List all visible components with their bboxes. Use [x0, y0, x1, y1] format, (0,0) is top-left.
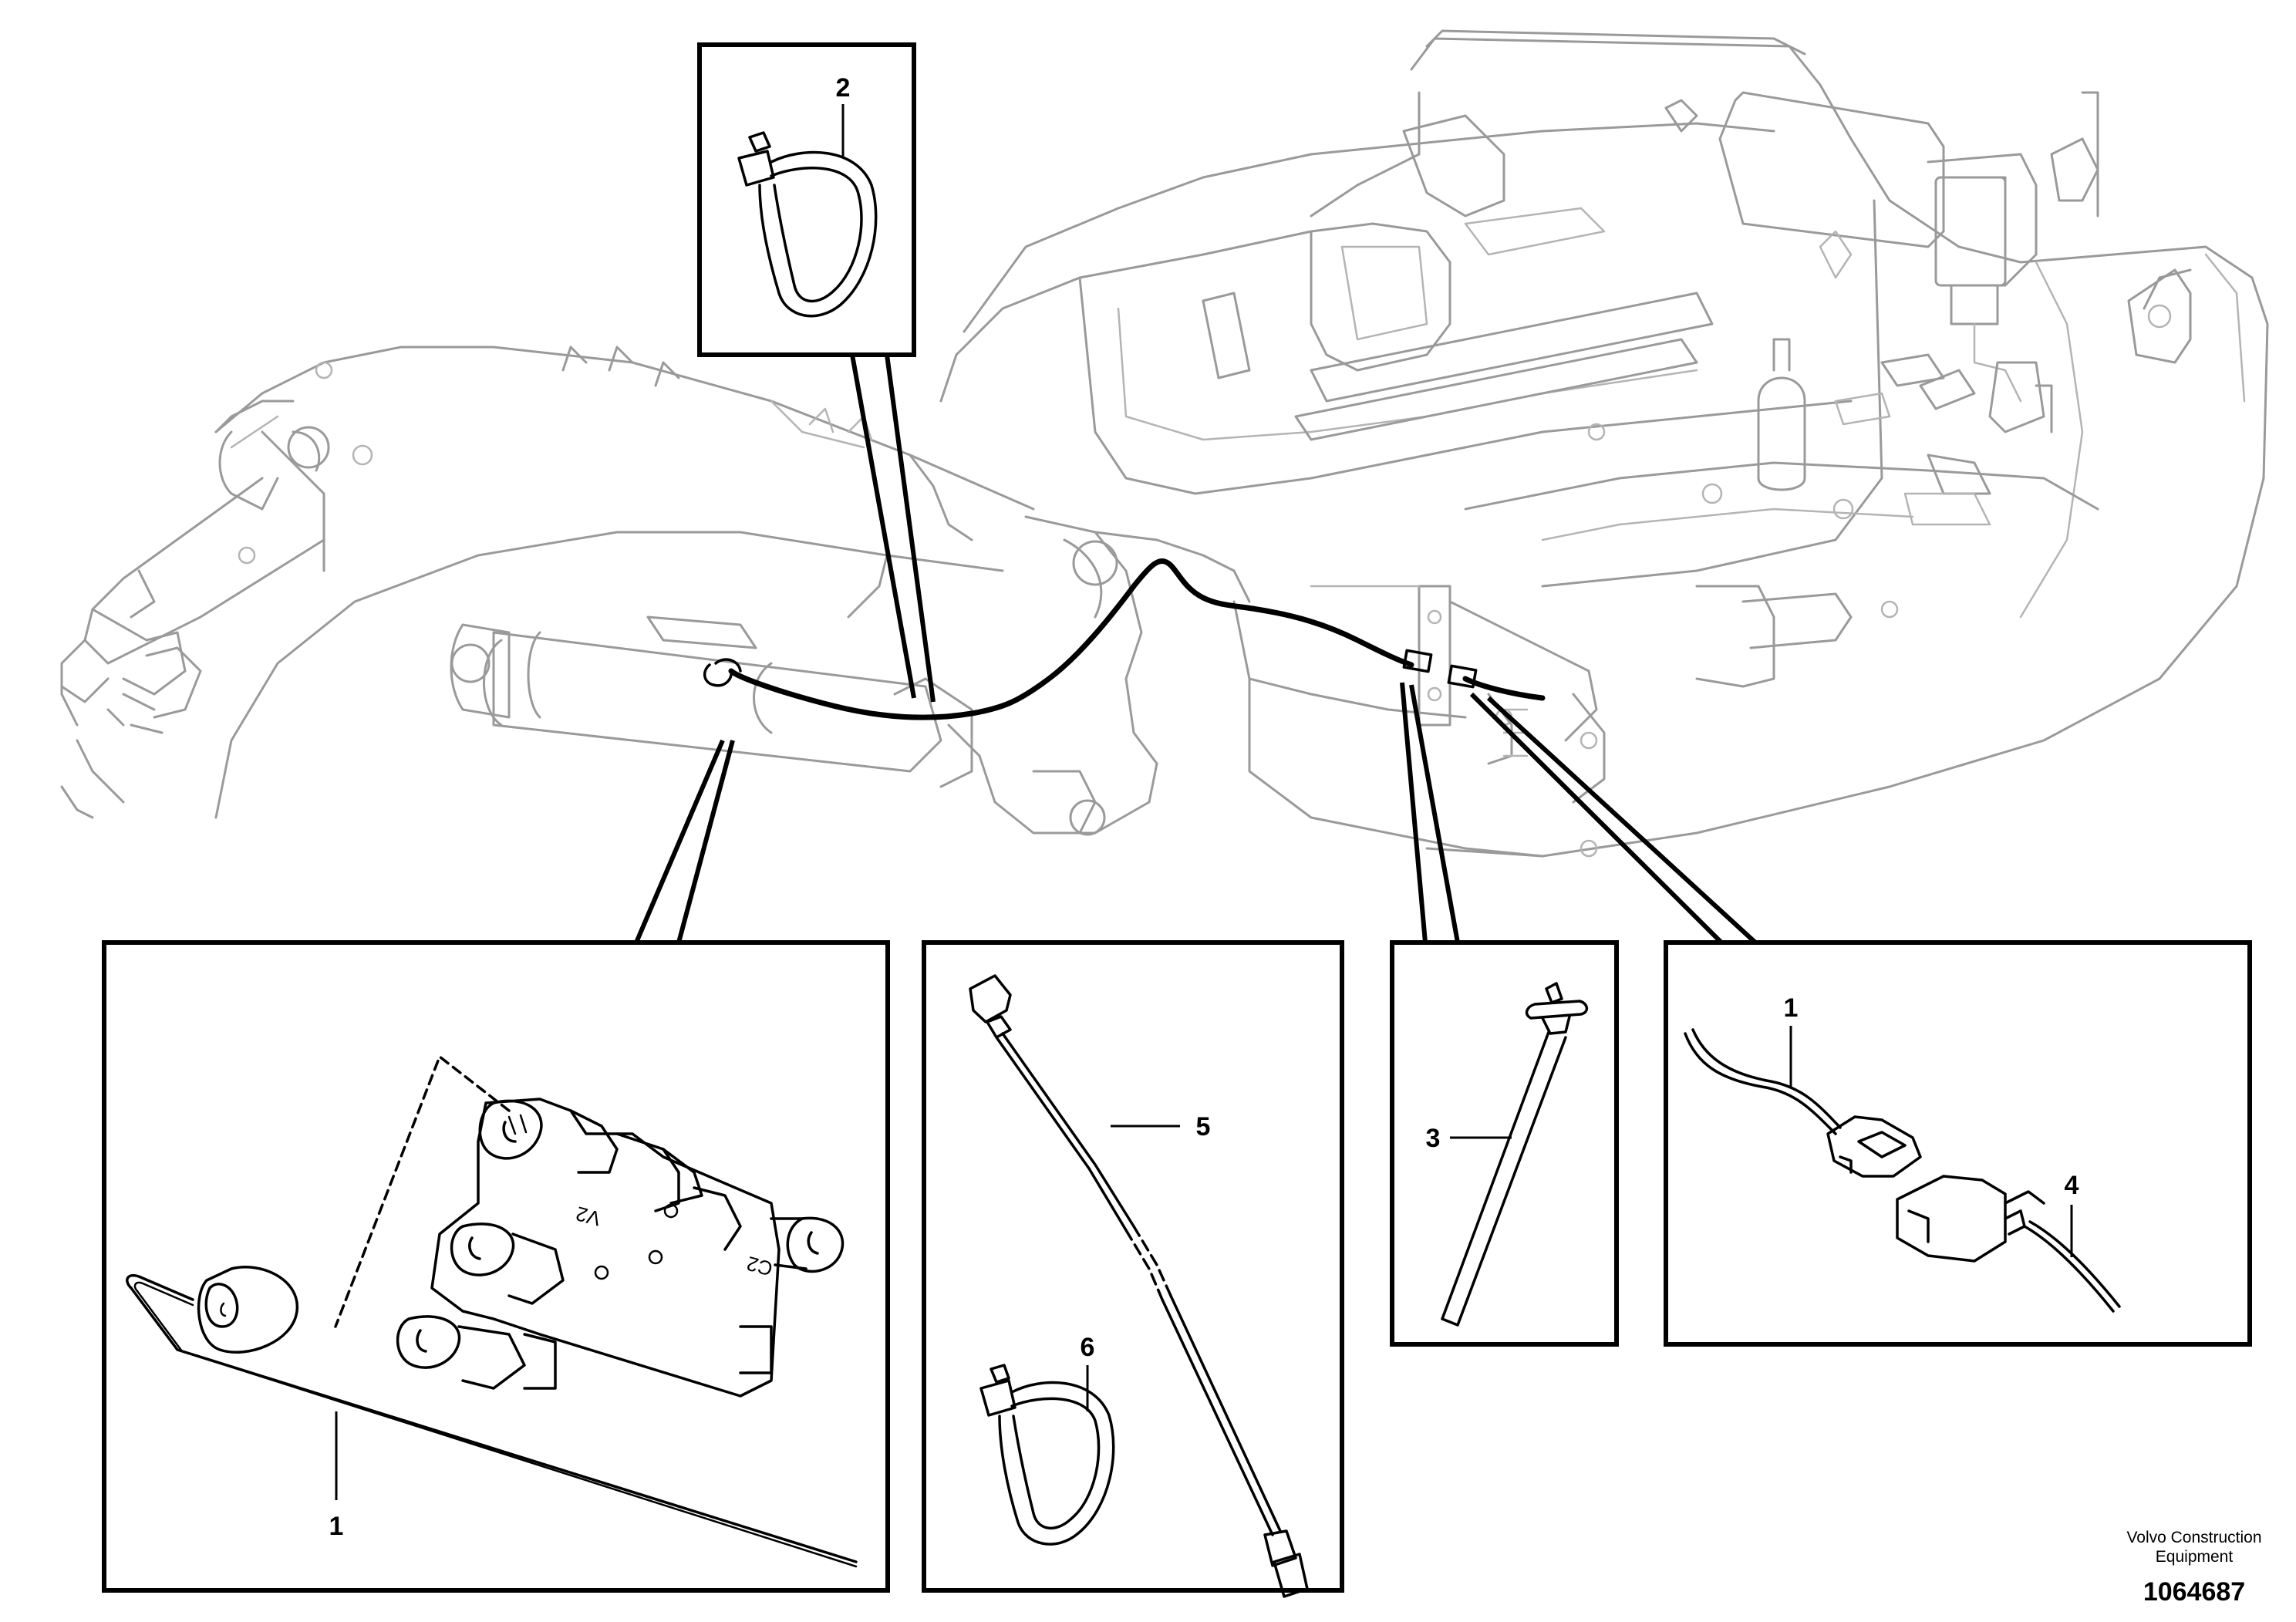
publisher-footer: Volvo Construction Equipment 1064687 [2126, 1529, 2261, 1607]
harness-connector-a-icon [1402, 649, 1433, 673]
callout-label-4: 4 [2065, 1171, 2079, 1200]
connector-pair-icon [1684, 1028, 2121, 1313]
callout-label-1-right: 1 [1784, 993, 1799, 1023]
callout-label-5: 5 [1196, 1112, 1211, 1141]
inset-leader-lines [634, 354, 1758, 945]
harness-connector-b-icon [1447, 664, 1478, 689]
inset-top-cable-tie: 2 [697, 42, 916, 357]
document-number: 1064687 [2143, 1577, 2245, 1607]
manufacturer-line-1: Volvo Construction [2126, 1529, 2261, 1546]
callout-label-2: 2 [836, 73, 851, 103]
edge-clip-tie-icon [1441, 982, 1589, 1327]
inset-bottom-left-sensor: V2 C2 1 [102, 940, 890, 1593]
wiring-harness-route [703, 558, 1546, 720]
inset-bottom-right-connector: 1 4 [1664, 940, 2252, 1347]
cable-assembly-icon [969, 974, 1309, 1598]
callout-label-6: 6 [1081, 1333, 1095, 1362]
cable-tie-small-icon [979, 1364, 1115, 1546]
manufacturer-line-2: Equipment [2156, 1548, 2234, 1566]
machine-background [60, 29, 2269, 858]
valve-block-icon: V2 C2 [396, 1098, 845, 1398]
cable-tie-icon [737, 131, 878, 318]
callout-label-1-left: 1 [329, 1512, 344, 1541]
inset-bottom-center-cable: 5 6 [922, 940, 1344, 1598]
pressure-sensor-icon [126, 1266, 858, 1568]
callout-label-3: 3 [1426, 1124, 1441, 1153]
inset-bottom-mid-right-clip: 3 [1390, 940, 1619, 1347]
